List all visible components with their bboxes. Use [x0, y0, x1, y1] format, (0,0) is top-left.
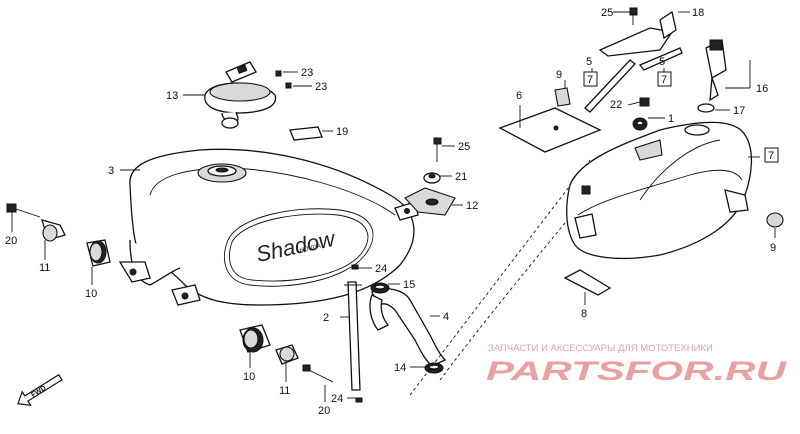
rod-right [638, 47, 683, 71]
callout-25: 25 [458, 141, 470, 153]
callout-4: 4 [443, 311, 449, 323]
callout-23: 23 [301, 67, 313, 79]
callout-11: 11 [279, 385, 290, 397]
left-mount-parts [6, 203, 111, 267]
callout-14: 14 [394, 362, 406, 374]
callout-5: 5 [659, 56, 665, 68]
callout-18: 18 [692, 7, 704, 19]
callout-7: 7 [587, 74, 593, 86]
watermark: ЗАПЧАСТИ И АКСЕССУАРЫ ДЛЯ МОТОТЕХНИКИ PA… [486, 343, 788, 386]
tank-mount-hardware [404, 137, 456, 216]
callout-15: 15 [403, 279, 415, 291]
rubber-right [766, 212, 784, 228]
mounting-plate [498, 107, 602, 153]
fwd-label: FWD [30, 385, 47, 399]
callout-7: 7 [661, 74, 667, 86]
fuel-cap [204, 61, 292, 129]
top-bracket [598, 7, 677, 57]
callout-1: 1 [668, 113, 674, 125]
callout-7: 7 [768, 150, 774, 162]
callout-12: 12 [466, 200, 478, 212]
leader-lines [11, 11, 776, 402]
reserve-tank [566, 121, 753, 260]
bottom-mount-parts [239, 324, 334, 383]
callout-24: 24 [375, 263, 387, 275]
callout-9: 9 [556, 69, 562, 81]
callout-17: 17 [733, 105, 745, 117]
callout-11: 11 [39, 262, 50, 274]
routing-dashed-lines [409, 159, 591, 396]
fuel-valve [697, 39, 727, 113]
callout-5: 5 [586, 56, 592, 68]
callout-16: 16 [756, 83, 768, 95]
callout-8: 8 [581, 308, 587, 320]
watermark-subtitle: ЗАПЧАСТИ И АКСЕССУАРЫ ДЛЯ МОТОТЕХНИКИ [488, 343, 713, 354]
callout-22: 22 [610, 99, 622, 111]
fuel-hoses [344, 264, 447, 403]
callout-19: 19 [336, 126, 348, 138]
strap-bracket [563, 269, 612, 296]
fwd-arrow: FWD [17, 373, 63, 407]
decal-label [289, 126, 323, 141]
callout-labels: 25 18 9 5 5 7 7 7 16 6 22 1 17 13 23 23 … [5, 7, 779, 417]
callout-box-7 [657, 71, 672, 87]
rod-left [584, 59, 636, 113]
callout-10: 10 [85, 288, 97, 300]
callout-box-7 [583, 71, 598, 87]
callout-20: 20 [5, 235, 17, 247]
callout-13: 13 [166, 90, 178, 102]
callout-21: 21 [455, 171, 467, 183]
tank-logo-brand: HONDA [299, 244, 321, 254]
callout-2: 2 [323, 312, 329, 324]
small-hardware [554, 87, 650, 131]
callout-3: 3 [108, 165, 114, 177]
callout-9: 9 [770, 242, 776, 254]
fuel-tank: Shadow HONDA [118, 148, 419, 306]
watermark-logo: PARTSFOR.RU [486, 356, 788, 386]
callout-23: 23 [315, 81, 327, 93]
callout-25: 25 [601, 7, 613, 19]
callout-box-7 [764, 147, 779, 163]
callout-10: 10 [243, 371, 255, 383]
callout-24: 24 [331, 393, 343, 405]
callout-6: 6 [516, 90, 522, 102]
callout-20: 20 [318, 405, 330, 417]
